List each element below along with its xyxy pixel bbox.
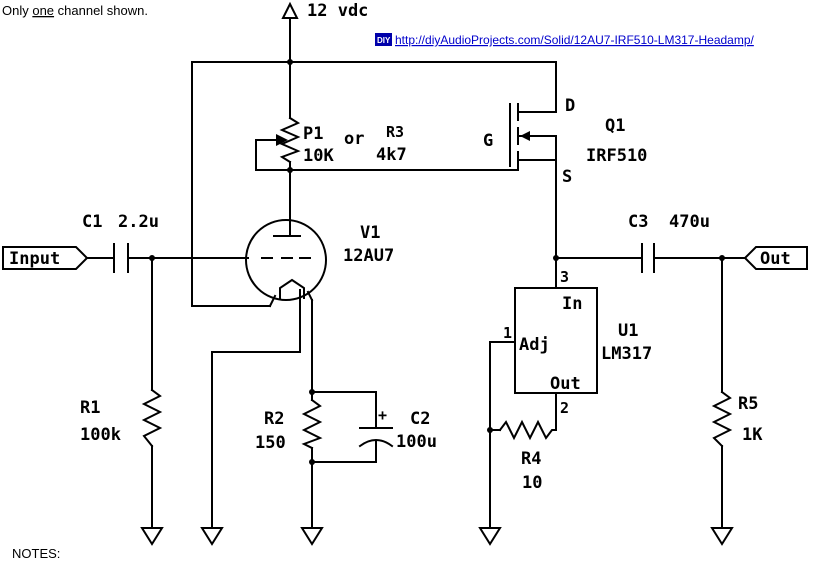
v1-value: 12AU7 [343,246,394,266]
c3-value: 470u [669,212,710,232]
c1-ref: C1 [82,212,102,232]
u1-pin-in: In [562,294,582,314]
q1-pin-g: G [483,131,493,151]
r2-resistor [301,391,323,450]
wires [86,17,746,529]
svg-text:DIY: DIY [377,36,391,45]
q1-value: IRF510 [586,146,647,166]
r4-value: 10 [522,473,542,493]
ground-icon [710,527,734,546]
c2-ref: C2 [410,409,430,429]
ground-icon [478,527,502,546]
r3-ref: R3 [386,123,404,141]
ground-icon [200,527,224,546]
r5-value: 1K [742,425,763,445]
u1-pin-adj: Adj [519,335,550,355]
supply-label: 12 vdc [307,1,368,21]
u1-pin-in-number: 3 [560,268,569,286]
c3-capacitor [641,243,655,273]
r5-ref: R5 [738,394,758,414]
r4-resistor [498,419,557,441]
c2-value: 100u [396,432,437,452]
v1-ref: V1 [360,223,380,243]
junctions [149,59,725,465]
output-connector[interactable] [743,246,808,270]
c2-polarity: + [378,406,387,424]
input-connector[interactable] [2,246,89,270]
r2-ref: R2 [264,409,284,429]
u1-pin-adj-number: 1 [503,324,512,342]
u1-ref: U1 [618,321,638,341]
u1-value: LM317 [601,344,652,364]
c2-capacitor [358,427,394,448]
p1-value: 10K [303,146,334,166]
project-url-link[interactable]: http://diyAudioProjects.com/Solid/12AU7-… [395,33,755,47]
supply-arrow-icon [281,1,299,19]
output-label: Out [760,249,791,269]
channel-note: Only one channel shown. [2,3,148,18]
r1-ref: R1 [80,398,100,418]
u1-pin-out: Out [550,374,581,394]
u1-regulator [514,287,598,394]
r2-value: 150 [255,433,286,453]
c1-value: 2.2u [118,212,159,232]
v1-vacuum-tube [245,217,327,308]
c3-ref: C3 [628,212,648,232]
notes-heading: NOTES: [12,546,60,561]
q1-mosfet [509,103,557,169]
q1-pin-d: D [565,96,575,116]
ground-icon [300,527,324,546]
r1-value: 100k [80,425,121,445]
p1-potentiometer [276,116,301,164]
r4-ref: R4 [521,449,541,469]
r1-resistor [141,388,163,448]
input-label: Input [9,249,60,269]
ground-icon [140,527,164,546]
p1-ref: P1 [303,124,323,144]
r5-resistor [711,390,733,448]
q1-ref: Q1 [605,116,625,136]
r3-value: 4k7 [376,145,407,165]
r3-or-label: or [344,129,364,149]
q1-pin-s: S [562,167,572,187]
diy-badge-icon: DIY [375,33,392,46]
u1-pin-out-number: 2 [560,399,569,417]
c1-capacitor [113,243,129,273]
